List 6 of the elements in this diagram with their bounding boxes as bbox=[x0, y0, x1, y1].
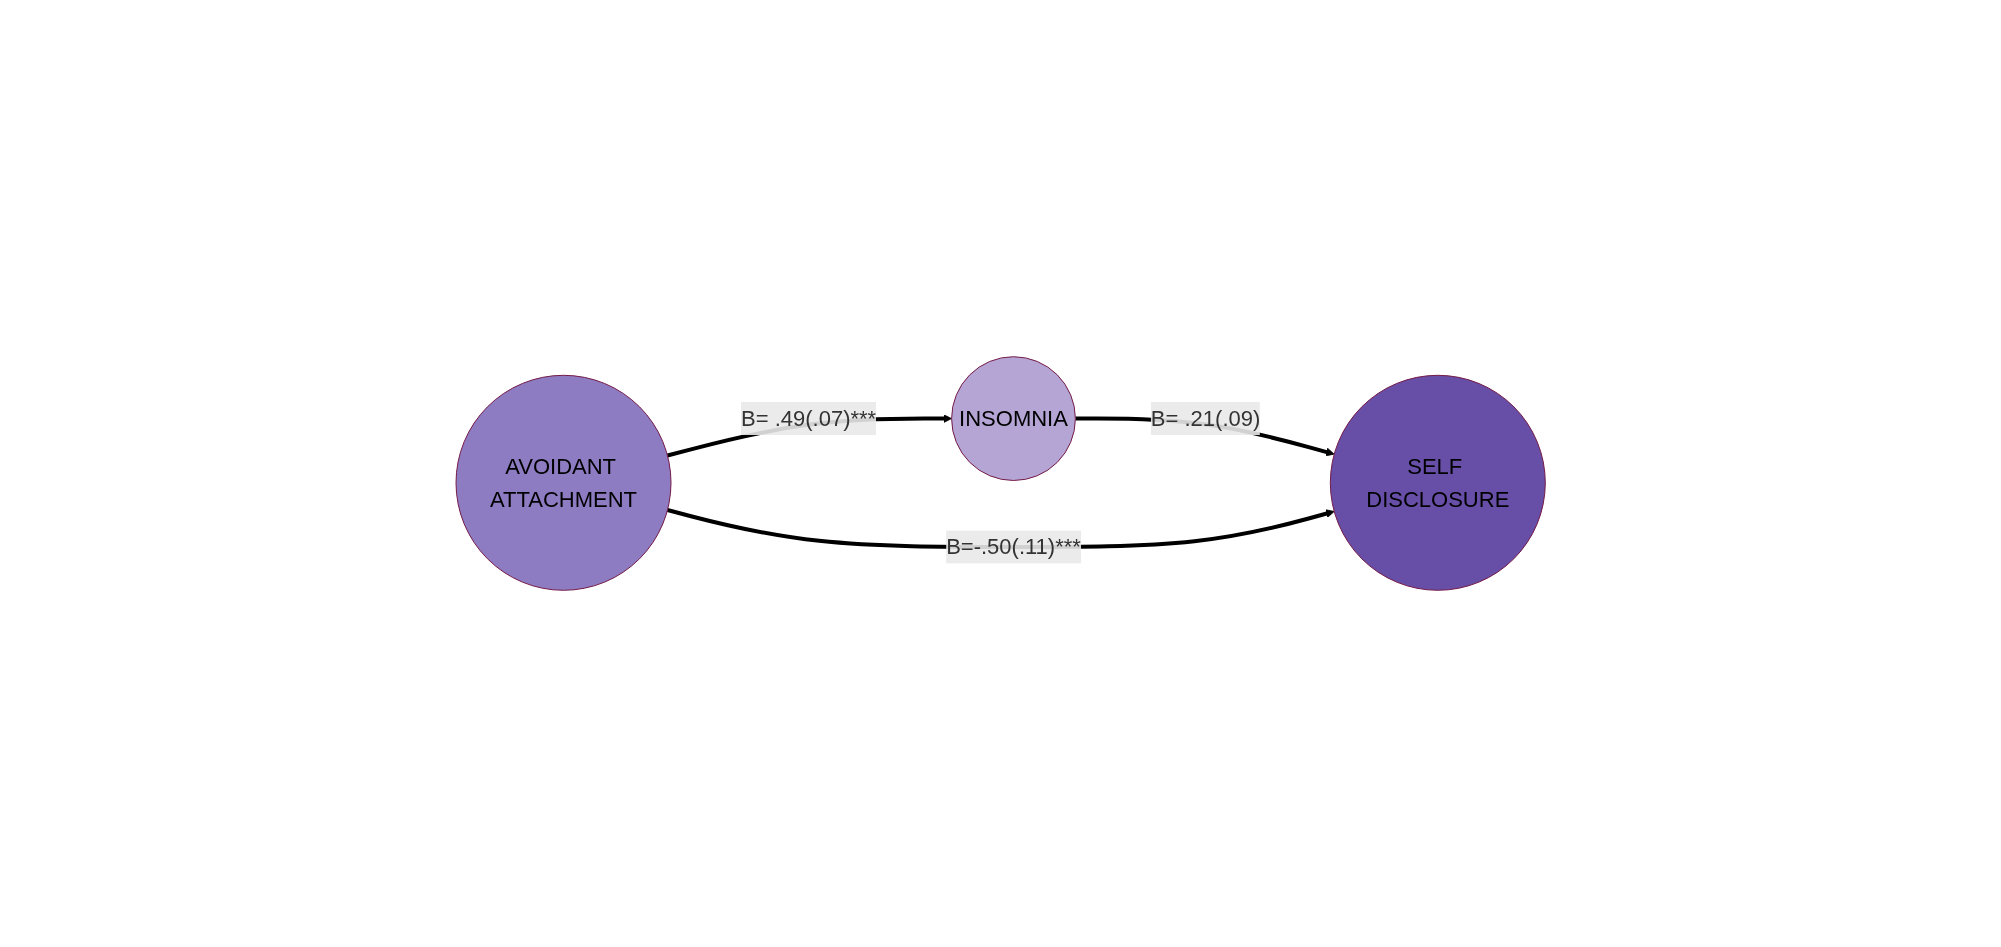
node-circle: INSOMNIA bbox=[950, 356, 1076, 481]
edge-label: B=-.50(.11)*** bbox=[945, 534, 1081, 560]
node-circle: SELF DISCLOSURE bbox=[1329, 374, 1546, 591]
node-circle: AVOIDANT ATTACHMENT bbox=[455, 374, 672, 591]
edge-label: B= .21(.09) bbox=[1150, 406, 1261, 432]
edge-label: B= .49(.07)*** bbox=[740, 406, 876, 432]
